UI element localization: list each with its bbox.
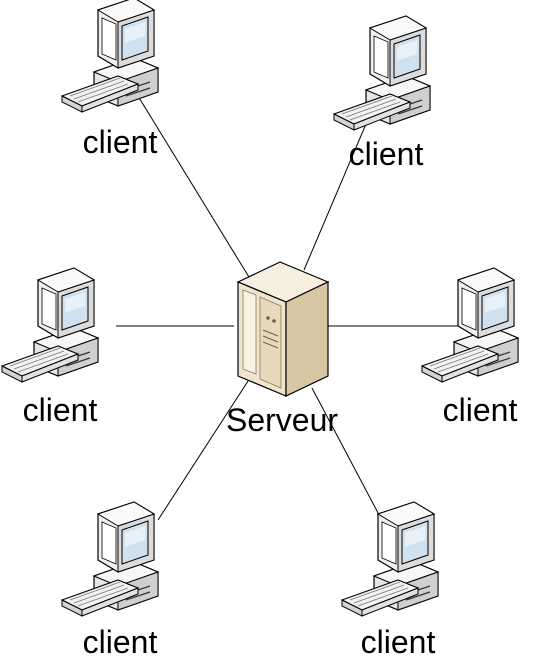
connection-line [303, 123, 367, 271]
connection-lines [116, 95, 458, 529]
client-computer-icon [61, 501, 159, 617]
client-label: client [360, 624, 436, 660]
client-label: client [22, 392, 98, 428]
connection-line [311, 387, 387, 529]
client-computer-icon [333, 15, 431, 131]
client-computer-icon [341, 501, 439, 617]
connection-line [137, 95, 253, 283]
client-computer-icon [421, 267, 519, 383]
server-tower-icon [236, 261, 330, 397]
client-label: client [442, 392, 518, 428]
server-label: Serveur [225, 402, 339, 438]
connection-line [157, 377, 251, 521]
client-computer-icon [61, 0, 159, 113]
client-label: client [82, 624, 158, 660]
client-label: client [348, 136, 424, 172]
client-computer-icon [1, 267, 99, 383]
client-label: client [82, 124, 158, 160]
